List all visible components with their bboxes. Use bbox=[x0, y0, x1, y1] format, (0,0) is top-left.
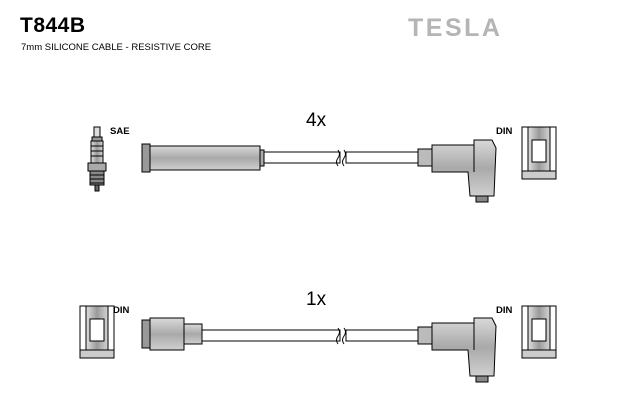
cable-description: 7mm SILICONE CABLE - RESISTIVE CORE bbox=[21, 42, 212, 53]
bottom-cable bbox=[201, 327, 419, 345]
top-lead-left-label: SAE bbox=[110, 126, 130, 137]
top-cable bbox=[263, 149, 419, 167]
bottom-angled-boot bbox=[417, 317, 497, 383]
bottom-lead-right-label: DIN bbox=[496, 305, 513, 316]
top-lead-right-label: DIN bbox=[496, 126, 513, 137]
brand-logo-text: TESLA bbox=[408, 14, 503, 42]
top-lead-quantity: 4x bbox=[306, 110, 327, 131]
din-terminal-icon bbox=[521, 126, 557, 180]
top-straight-boot bbox=[141, 143, 265, 173]
bottom-din-boot bbox=[141, 317, 203, 351]
bottom-lead-quantity: 1x bbox=[306, 289, 327, 310]
top-angled-boot bbox=[417, 139, 497, 203]
din-terminal-right-icon bbox=[521, 305, 557, 359]
bottom-lead-left-label: DIN bbox=[113, 305, 130, 316]
spark-plug-sae-icon bbox=[87, 126, 107, 192]
din-terminal-left-icon bbox=[79, 305, 115, 359]
part-number-title: T844B bbox=[20, 14, 86, 37]
